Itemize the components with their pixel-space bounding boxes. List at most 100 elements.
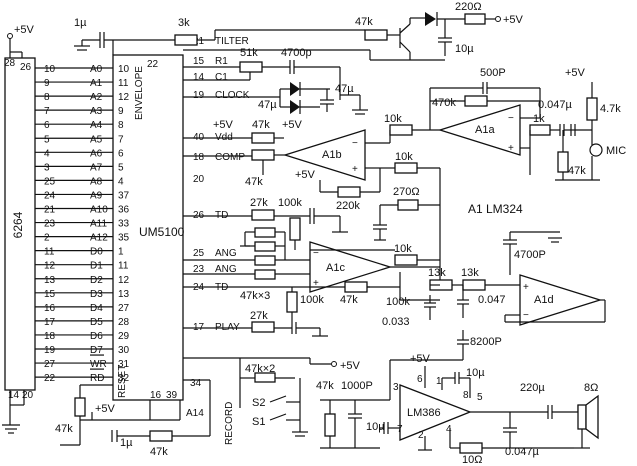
bus-lines: A0A1A2A3A4A5A6A7A8A9A10A11A12D0D1D2D3D4D… bbox=[35, 64, 113, 384]
r-100k-a-label: 100k bbox=[278, 197, 302, 209]
lm386-amplifier bbox=[399, 384, 472, 441]
um-pin-12: 12 bbox=[118, 275, 130, 286]
c-0047u-label: 0.047µ bbox=[538, 99, 573, 111]
mem-pin-10: 10 bbox=[44, 64, 56, 75]
um-side-pin-25: 25 bbox=[193, 248, 205, 259]
resistor-3k bbox=[174, 34, 198, 46]
opamp-a1b bbox=[282, 129, 366, 181]
opamp-note: A1 LM324 bbox=[468, 202, 523, 216]
opamp-a1b-label: A1b bbox=[322, 149, 342, 161]
um-pin-33: 33 bbox=[118, 219, 130, 230]
c-10u-lm-label: 10µ bbox=[466, 367, 485, 379]
resistor-27k-b bbox=[251, 321, 275, 333]
um-side-label-ang: ANG bbox=[215, 248, 237, 259]
um-pin-8: 8 bbox=[118, 120, 124, 131]
um-side-pin-19: 19 bbox=[193, 90, 205, 101]
supply-label-reset: +5V bbox=[95, 403, 116, 415]
c-4700p-a1d-label: 4700P bbox=[514, 249, 546, 261]
r-4-7k-label: 4.7k bbox=[600, 103, 621, 115]
c-10u-top-label: 10µ bbox=[455, 43, 474, 55]
svg-text:+: + bbox=[523, 282, 529, 293]
c-500p-label: 500P bbox=[480, 67, 506, 79]
resistor-51k bbox=[239, 61, 263, 73]
resistor-1k bbox=[529, 124, 551, 136]
bus-label-a6: A6 bbox=[90, 148, 103, 159]
resistor-270 bbox=[397, 199, 419, 211]
mem-pin-16: 16 bbox=[44, 303, 56, 314]
svg-text:+: + bbox=[352, 164, 358, 175]
supply-label-top: +5V bbox=[503, 14, 524, 26]
mem-pin-27: 27 bbox=[44, 359, 56, 370]
r-100k-c-label: 100k bbox=[386, 296, 410, 308]
r-10k-a1c-label: 10k bbox=[394, 243, 412, 255]
chip-6264-label: 6264 bbox=[11, 211, 25, 238]
svg-text:−: − bbox=[313, 248, 319, 259]
um-pin-29: 29 bbox=[118, 331, 130, 342]
resistor-470k bbox=[464, 95, 488, 107]
um-pin-16: 16 bbox=[150, 390, 162, 401]
opamp-a1a bbox=[437, 104, 521, 156]
lm386-pin-4: 4 bbox=[446, 424, 452, 435]
bus-label-d2: D2 bbox=[90, 275, 103, 286]
r-10k-a1a-label: 10k bbox=[384, 113, 402, 125]
supply-label-a1b: +5V bbox=[295, 169, 316, 181]
mem-pin-2: 2 bbox=[44, 233, 50, 244]
resistor-27k-a bbox=[251, 209, 275, 221]
mem-pin-25: 25 bbox=[44, 176, 56, 187]
mem-pin-11: 11 bbox=[44, 247, 55, 258]
c-4700p-top-label: 4700p bbox=[281, 47, 312, 59]
um-pin-9: 9 bbox=[118, 106, 124, 117]
lm386-pin-8: 8 bbox=[463, 390, 469, 401]
mem-pin-18: 18 bbox=[44, 331, 56, 342]
mem-pin-19: 19 bbox=[44, 345, 56, 356]
um-side-pin-18: 18 bbox=[193, 152, 205, 163]
resistor-47kx2-a bbox=[254, 372, 276, 383]
r-47k-left-label: 47k bbox=[55, 423, 73, 435]
chip-um5100 bbox=[112, 54, 184, 401]
opamp-a1d bbox=[519, 274, 603, 326]
c-10u-lm2-label: 10µ bbox=[366, 421, 385, 433]
c-47u-b-label: 47µ bbox=[335, 83, 354, 95]
r-47k-vdd-label: 47k bbox=[252, 119, 270, 131]
c-0047-label: 0.047 bbox=[478, 294, 506, 306]
um-pin-30: 30 bbox=[118, 345, 130, 356]
microphone bbox=[589, 143, 603, 157]
diode-b bbox=[290, 100, 300, 114]
um-pin-27: 27 bbox=[118, 303, 130, 314]
switch-s1-label: S1 bbox=[252, 416, 265, 428]
c-47u-a-label: 47µ bbox=[258, 99, 277, 111]
resistor-47k-left bbox=[74, 397, 86, 417]
resistor-10k-a1c bbox=[394, 254, 418, 266]
resistor-47k-bot bbox=[149, 430, 173, 442]
resistor-10-out bbox=[459, 442, 483, 454]
bus-label-a2: A2 bbox=[90, 92, 103, 103]
r-47k-out-label: 47k bbox=[316, 380, 334, 392]
um-side-label-c1: C1 bbox=[215, 72, 228, 83]
bus-label-a0: A0 bbox=[90, 64, 103, 75]
c-1000p-label: 1000P bbox=[341, 380, 373, 392]
lm386-pin-1: 1 bbox=[436, 376, 442, 387]
um-pin-5: 5 bbox=[118, 162, 124, 173]
svg-text:−: − bbox=[523, 310, 529, 321]
mem-pin-13: 13 bbox=[44, 275, 56, 286]
um-side-pin-15: 15 bbox=[193, 56, 205, 67]
um-pin-31: 31 bbox=[118, 359, 130, 370]
um-pin-28: 28 bbox=[118, 317, 130, 328]
resistor-13k-b bbox=[462, 279, 486, 291]
lm386-pin-6: 6 bbox=[417, 374, 423, 385]
r-47kx3-label: 47k×3 bbox=[240, 290, 270, 302]
um-side-pin-21: 21 bbox=[193, 36, 205, 47]
resistor-100k-a bbox=[289, 217, 301, 241]
r-47k-bot-label: 47k bbox=[150, 446, 168, 458]
r-220k-label: 220k bbox=[336, 200, 360, 212]
supply-label-mic: +5V bbox=[565, 67, 586, 79]
bus-label-a4: A4 bbox=[90, 120, 103, 131]
c-1u-bot-label: 1µ bbox=[120, 437, 133, 449]
mem-pin-9: 9 bbox=[44, 78, 50, 89]
um-pin-10: 10 bbox=[118, 64, 130, 75]
svg-text:+: + bbox=[313, 278, 319, 289]
um-side-label-record: RECORD bbox=[224, 402, 235, 445]
